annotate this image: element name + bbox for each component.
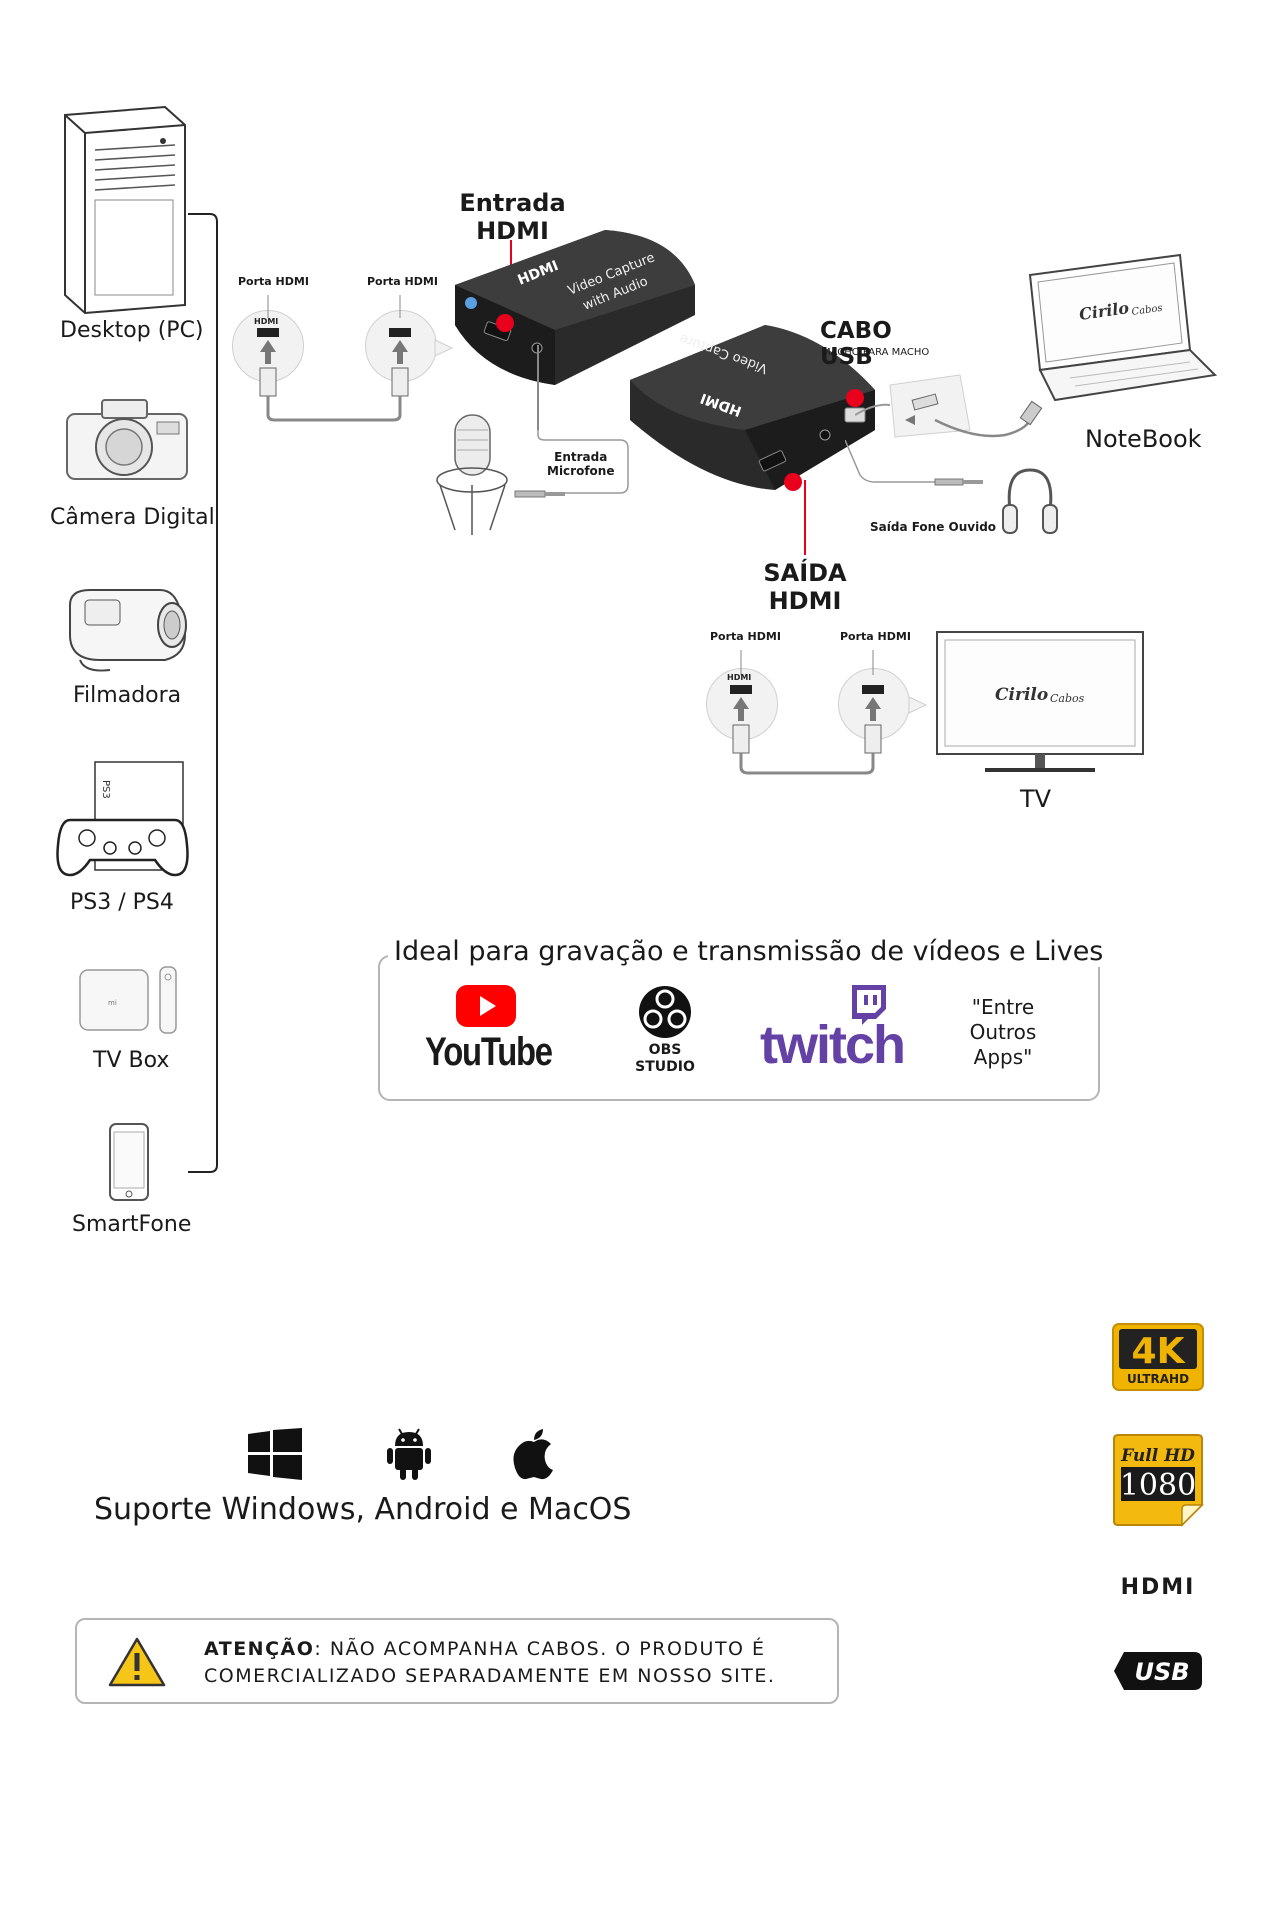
warning-text: ATENÇÃO: NÃO ACOMPANHA CABOS. O PRODUTO … xyxy=(204,1636,814,1689)
notebook-icon: Cirilo Cabos xyxy=(1028,253,1218,402)
device-label-gamepad: PS3 / PS4 xyxy=(70,890,174,915)
notebook-label: NoteBook xyxy=(1085,425,1202,453)
svg-text:PS3: PS3 xyxy=(100,780,111,799)
input-ports-art: HDMI xyxy=(254,295,454,422)
ultrahd-label: ULTRAHD xyxy=(1127,1372,1189,1386)
gamepad-icon: PS3 xyxy=(56,761,189,877)
os-support-text: Suporte Windows, Android e MacOS xyxy=(94,1492,632,1527)
capture-device-back: HDMI Video Capture xyxy=(630,325,875,491)
warning-box xyxy=(75,1618,839,1704)
warning-bold: ATENÇÃO xyxy=(204,1638,315,1660)
usb-cable-subtitle: MACHO PARA MACHO xyxy=(822,347,930,358)
device-label-camcorder: Filmadora xyxy=(73,683,182,708)
svg-text:Cabos: Cabos xyxy=(1131,303,1163,318)
fullhd-1080-label: 1080 xyxy=(1120,1468,1196,1503)
mic-jack-icon xyxy=(514,490,565,498)
windows-icon xyxy=(248,1428,302,1480)
svg-text:mi: mi xyxy=(108,999,117,1007)
4k-label: 4K xyxy=(1132,1331,1186,1372)
4k-ultrahd-badge: 4K ULTRAHD xyxy=(1112,1323,1204,1391)
android-icon xyxy=(387,1428,431,1480)
device-label-tvbox: TV Box xyxy=(93,1048,170,1073)
device-connector-line xyxy=(188,213,218,1173)
camera-icon xyxy=(66,399,188,480)
usb-cable-title: CABO USB xyxy=(820,318,892,371)
youtube-logo-icon xyxy=(456,985,516,1027)
twitch-glitch-icon xyxy=(852,985,886,1025)
microphone-icon xyxy=(436,414,508,535)
port-hdmi-label-1: Porta HDMI xyxy=(238,275,309,288)
obs-wordmark: OBS STUDIO xyxy=(635,1042,695,1075)
microphone-cable xyxy=(520,345,629,494)
obs-logo-icon xyxy=(639,986,691,1038)
output-hdmi-title: SAÍDA HDMI xyxy=(763,559,847,615)
smartphone-icon xyxy=(109,1123,149,1201)
capture-device-front: HDMI Video Capture with Audio xyxy=(455,230,695,385)
usb-label: USB xyxy=(1134,1658,1189,1686)
apps-panel-title: Ideal para gravação e transmissão de víd… xyxy=(388,936,1110,967)
svg-text:Cabos: Cabos xyxy=(1050,692,1085,705)
camcorder-icon xyxy=(69,589,187,672)
headphone-icon xyxy=(1002,468,1058,534)
usb-badge: USB xyxy=(1114,1652,1202,1690)
fullhd-label: Full HD xyxy=(1120,1446,1195,1466)
other-apps-text: "Entre Outros Apps" xyxy=(969,995,1037,1069)
svg-text:Cirilo: Cirilo xyxy=(995,685,1048,705)
apple-icon xyxy=(513,1429,553,1480)
desktop-tower-icon xyxy=(64,105,186,315)
port-hdmi-label-3: Porta HDMI xyxy=(710,630,781,643)
twitch-wordmark: twitch xyxy=(760,1015,906,1075)
output-ports-art: HDMI xyxy=(727,650,928,775)
fullhd-1080-badge: Full HD 1080 xyxy=(1113,1434,1204,1527)
usb-cable-art xyxy=(855,374,1043,438)
input-hdmi-title: Entrada HDMI xyxy=(459,189,566,245)
svg-text:HDMI: HDMI xyxy=(254,317,278,326)
tv-box-icon: mi xyxy=(79,966,177,1034)
device-label-camera: Câmera Digital xyxy=(50,505,215,530)
mic-input-label: Entrada Microfone xyxy=(547,450,615,478)
headphone-output-label: Saída Fone Ouvido xyxy=(870,520,997,534)
device-label-desktop: Desktop (PC) xyxy=(60,318,204,343)
tv-icon: Cirilo Cabos xyxy=(936,631,1144,772)
youtube-wordmark: YouTube xyxy=(425,1030,553,1074)
tv-label: TV xyxy=(1020,785,1052,813)
port-hdmi-label-2: Porta HDMI xyxy=(367,275,438,288)
warning-body: : NÃO ACOMPANHA CABOS. O PRODUTO É COMER… xyxy=(204,1638,776,1687)
hdmi-logo: HDMI xyxy=(1120,1575,1196,1600)
port-hdmi-label-4: Porta HDMI xyxy=(840,630,911,643)
svg-text:HDMI: HDMI xyxy=(727,673,751,682)
device-label-smartphone: SmartFone xyxy=(72,1212,192,1237)
headphone-cable xyxy=(845,440,983,486)
output-pointer-line xyxy=(804,480,806,555)
warning-triangle-icon xyxy=(108,1637,166,1687)
